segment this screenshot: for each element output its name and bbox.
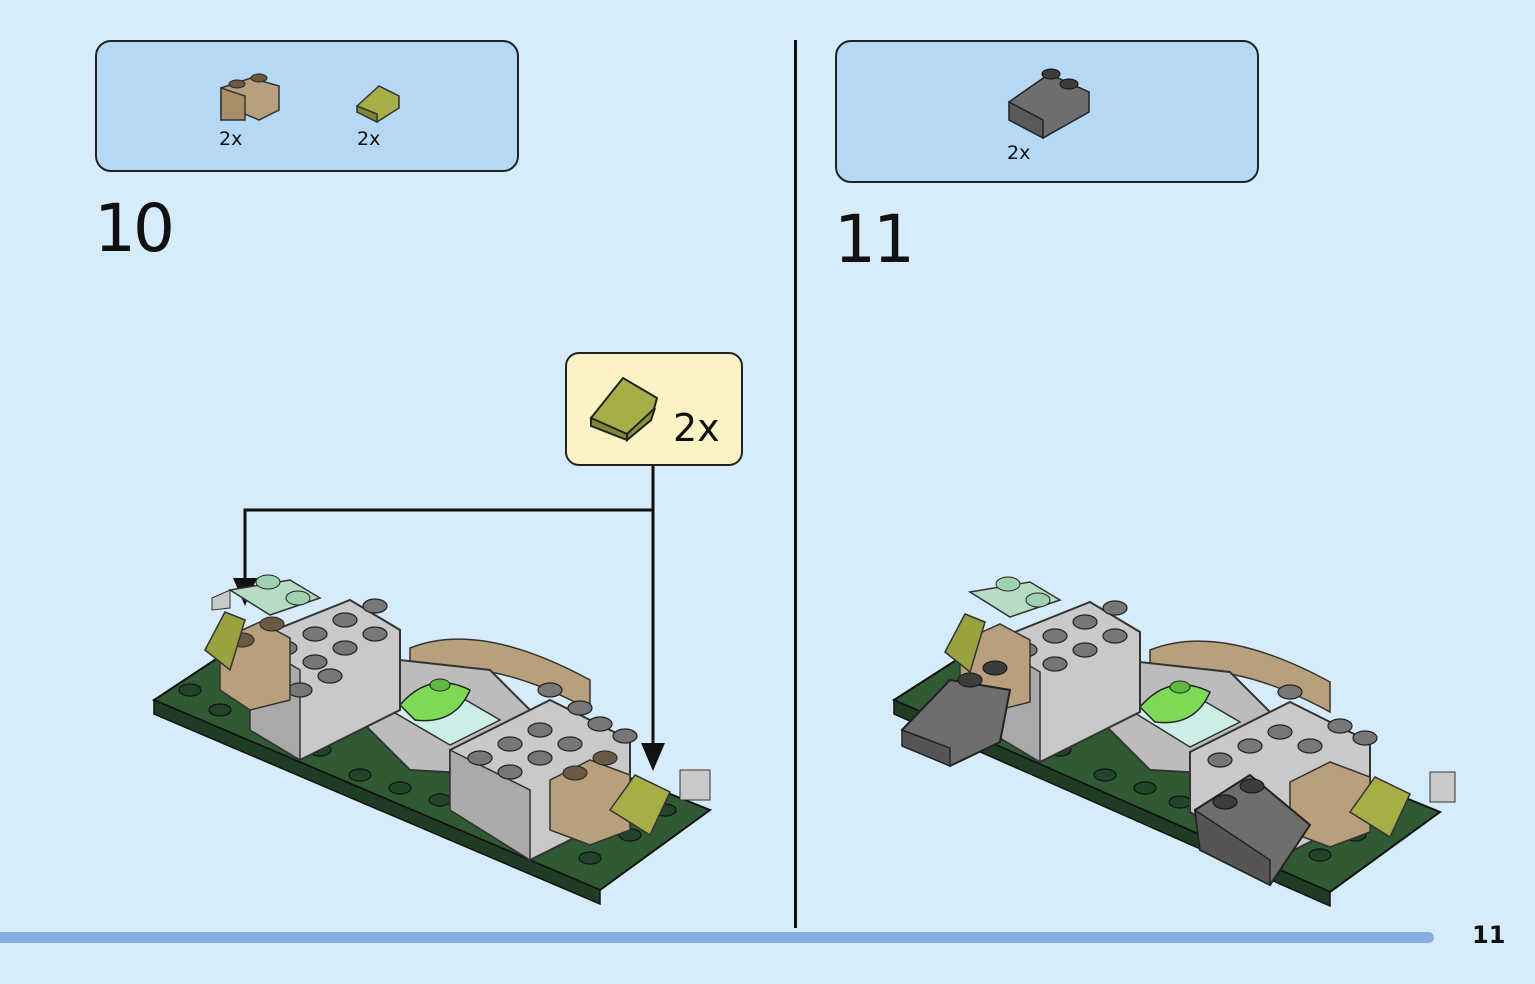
step-10-parts-box: 2x 2x — [95, 40, 519, 172]
step-number-11: 11 — [834, 201, 915, 278]
part-dark-grey-slope — [1003, 62, 1093, 142]
step-11-model — [891, 576, 1456, 908]
part-tan-round-brick — [215, 66, 285, 130]
part-qty-tan: 2x — [219, 128, 243, 150]
step-divider — [794, 40, 797, 928]
olive-slope-icon — [355, 85, 400, 124]
part-qty-dark-grey: 2x — [1007, 142, 1031, 164]
olive-slope-callout-icon — [589, 376, 659, 443]
part-qty-olive: 2x — [357, 128, 381, 150]
dark-grey-slope-icon — [1007, 68, 1090, 140]
step-number-10: 10 — [94, 190, 175, 267]
part-olive-slope — [353, 82, 403, 128]
tan-brick-icon — [220, 73, 280, 121]
page-number: 11 — [1472, 921, 1506, 949]
callout-qty: 2x — [673, 406, 720, 450]
step-10-model — [151, 574, 713, 906]
step-11-parts-box: 2x — [835, 40, 1259, 183]
page-progress-bar — [0, 932, 1434, 943]
step-10-callout: 2x — [565, 352, 743, 466]
